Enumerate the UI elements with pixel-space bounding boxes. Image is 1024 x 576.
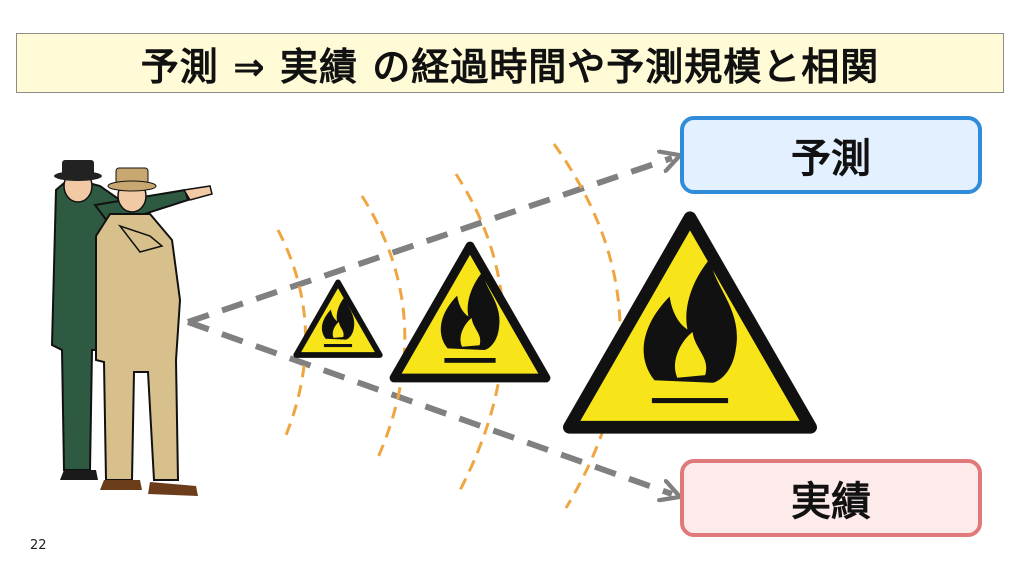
slide-title: 予測 ⇒ 実績 の経過時間や予測規模と相関 bbox=[16, 33, 1004, 93]
arrow-to-actual bbox=[186, 319, 672, 494]
page-number: 22 bbox=[30, 538, 47, 553]
flammable-warning-sign-icon bbox=[293, 279, 383, 358]
man-in-tan-suit bbox=[95, 167, 198, 496]
wave-arc-1 bbox=[276, 229, 308, 441]
wave-arc-2 bbox=[360, 195, 407, 463]
two-men-pointing-illustration bbox=[50, 160, 213, 496]
actual-box: 実績 bbox=[680, 459, 982, 537]
arrow-to-forecast bbox=[187, 158, 672, 325]
flammable-warning-sign-icon bbox=[563, 211, 817, 434]
flammable-warning-sign-icon bbox=[389, 241, 551, 383]
forecast-box: 予測 bbox=[680, 116, 982, 194]
